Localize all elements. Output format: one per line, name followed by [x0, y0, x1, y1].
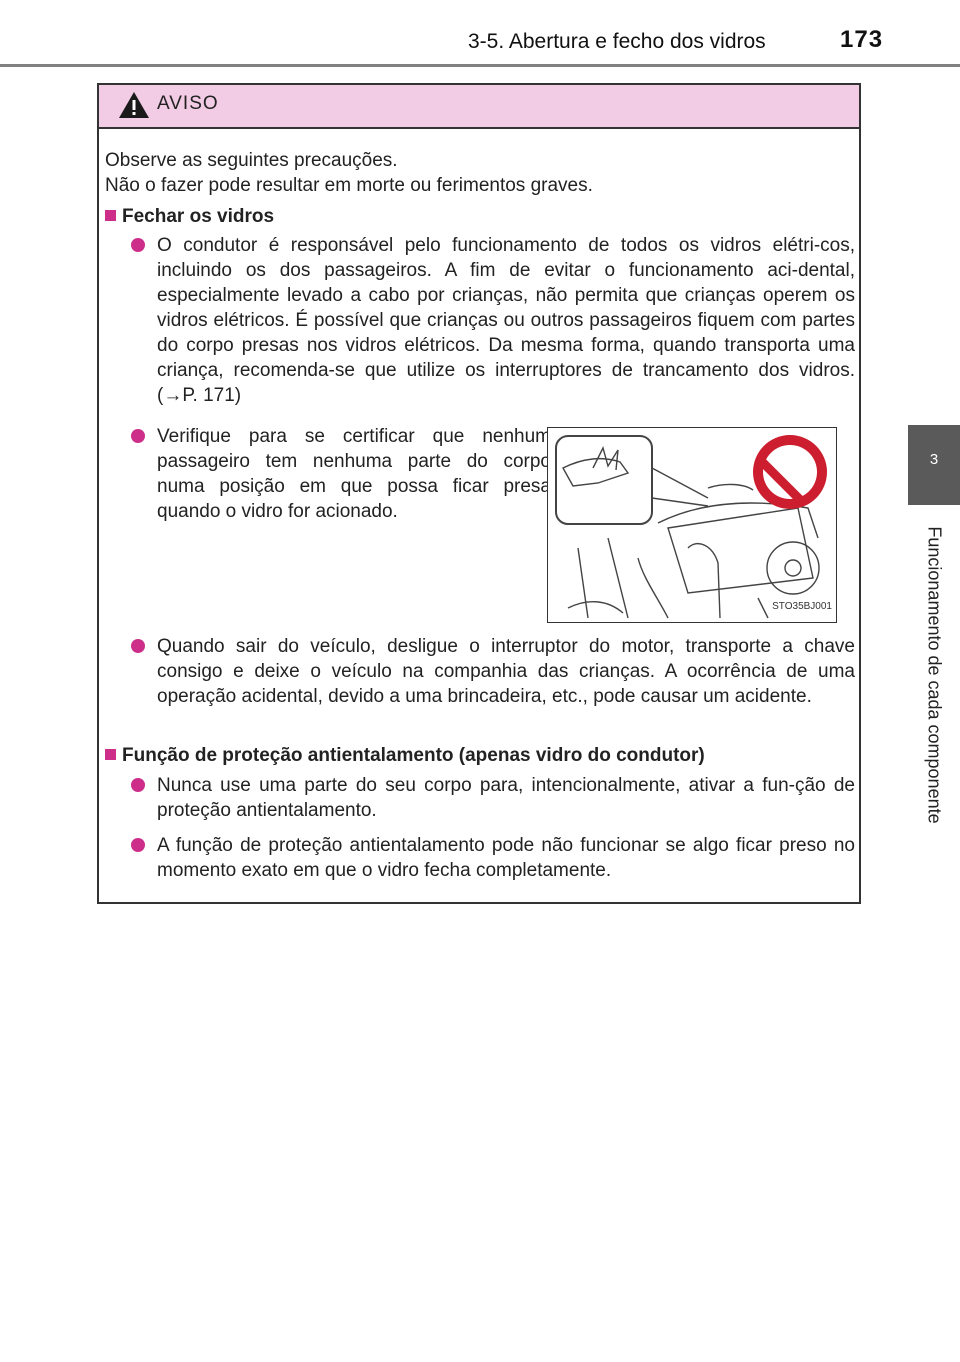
car-window-drawing	[555, 435, 827, 619]
bullet-check-passengers: Verifique para se certificar que nenhum …	[131, 424, 551, 524]
page-number: 173	[840, 26, 884, 53]
section-header: 3-5. Abertura e fecho dos vidros	[468, 30, 766, 53]
section-title-text: Função de proteção antientalamento (apen…	[122, 745, 705, 766]
chapter-tab: 3	[908, 425, 960, 505]
chapter-number: 3	[929, 451, 939, 468]
bullet-never-use-body: Nunca use uma parte do seu corpo para, i…	[131, 773, 855, 823]
warning-body: Observe as seguintes precauções. Não o f…	[99, 129, 859, 902]
bullet-text: Quando sair do veículo, desligue o inter…	[157, 636, 855, 707]
warning-intro: Observe as seguintes precauções. Não o f…	[105, 148, 845, 198]
bullet-text: O condutor é responsável pelo funcioname…	[157, 235, 855, 406]
bullet-text: Nunca use uma parte do seu corpo para, i…	[157, 775, 855, 821]
warning-label: AVISO	[157, 93, 219, 114]
round-bullet-icon	[131, 639, 145, 653]
round-bullet-icon	[131, 429, 145, 443]
square-bullet-icon	[105, 210, 116, 221]
warning-box: AVISO Observe as seguintes precauções. N…	[97, 83, 861, 904]
round-bullet-icon	[131, 838, 145, 852]
bullet-driver-responsibility: O condutor é responsável pelo funcioname…	[131, 233, 855, 408]
section-title-anti-pinch: Função de proteção antientalamento (apen…	[105, 743, 845, 768]
warning-header: AVISO	[99, 85, 859, 129]
round-bullet-icon	[131, 238, 145, 252]
section-title-closing: Fechar os vidros	[105, 204, 845, 229]
intro-line-1: Observe as seguintes precauções.	[105, 150, 398, 171]
header-divider	[0, 64, 960, 67]
chapter-title: Funcionamento de cada componente	[924, 526, 945, 824]
section-title-text: Fechar os vidros	[122, 206, 275, 227]
warning-triangle-icon	[119, 92, 149, 118]
bullet-text: A função de proteção antientalamento pod…	[157, 835, 855, 881]
round-bullet-icon	[131, 778, 145, 792]
bullet-may-not-function: A função de proteção antientalamento pod…	[131, 833, 855, 883]
window-pinch-illustration: STO35BJ001	[547, 427, 837, 623]
bullet-leaving-vehicle: Quando sair do veículo, desligue o inter…	[131, 634, 855, 709]
figure-code: STO35BJ001	[772, 601, 832, 612]
bullet-text: Verifique para se certificar que nenhum …	[157, 426, 551, 522]
intro-line-2: Não o fazer pode resultar em morte ou fe…	[105, 175, 593, 196]
square-bullet-icon	[105, 749, 116, 760]
chapter-title-strip: Funcionamento de cada componente	[908, 505, 960, 845]
